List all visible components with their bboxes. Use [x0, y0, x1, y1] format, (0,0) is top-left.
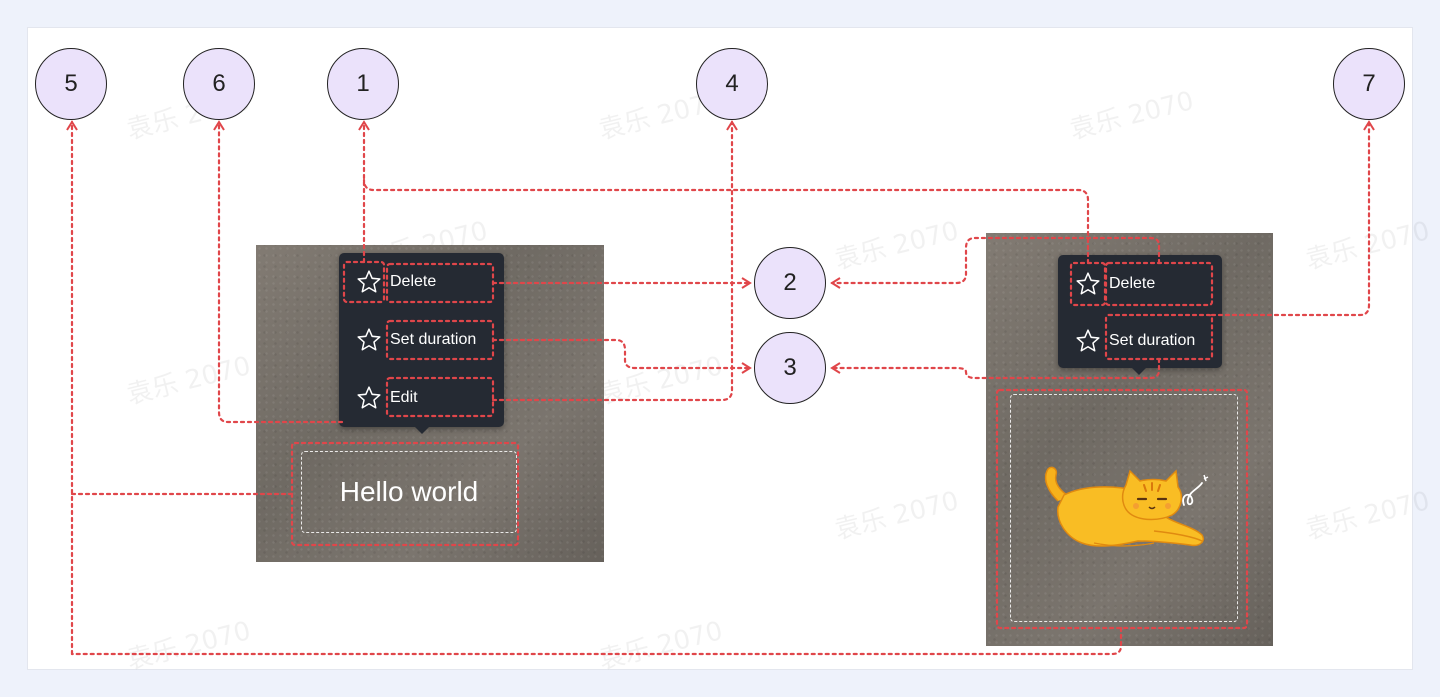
menu-item-delete[interactable]: Delete — [1058, 264, 1222, 304]
menu-item-edit[interactable]: Edit — [339, 378, 504, 418]
callout-badge-4: 4 — [696, 48, 768, 120]
star-icon — [1076, 272, 1100, 295]
star-icon — [357, 270, 381, 293]
menu-item-set-duration[interactable]: Set duration — [339, 320, 504, 360]
star-icon — [357, 386, 381, 409]
menu-item-label: Delete — [390, 273, 437, 290]
star-icon — [357, 328, 381, 351]
image-sticker[interactable] — [1010, 394, 1238, 622]
right-context-menu: Delete Set duration — [1058, 255, 1222, 375]
menu-item-delete[interactable]: Delete — [339, 262, 504, 302]
callout-badge-3: 3 — [754, 332, 826, 404]
menu-item-label: Delete — [1109, 275, 1156, 292]
callout-badge-5: 5 — [35, 48, 107, 120]
text-sticker[interactable]: Hello world — [301, 451, 517, 533]
menu-item-label: Set duration — [1109, 332, 1196, 349]
menu-item-set-duration[interactable]: Set duration — [1058, 321, 1222, 361]
star-icon — [1076, 329, 1100, 352]
cat-sticker-icon — [1044, 466, 1209, 547]
callout-badge-2: 2 — [754, 247, 826, 319]
menu-item-label: Set duration — [390, 331, 477, 348]
callout-badge-1: 1 — [327, 48, 399, 120]
callout-badge-7: 7 — [1333, 48, 1405, 120]
callout-badge-6: 6 — [183, 48, 255, 120]
menu-item-label: Edit — [390, 389, 418, 406]
left-context-menu: Delete Set duration Edit — [339, 253, 504, 434]
